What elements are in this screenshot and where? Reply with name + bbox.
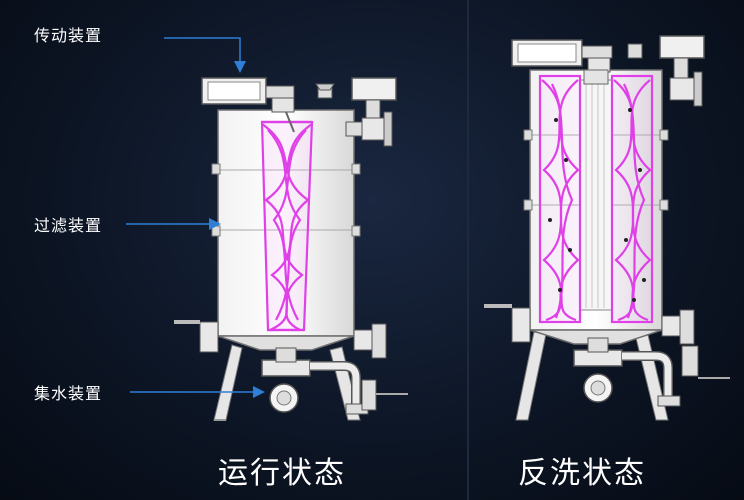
annotation-arrows bbox=[126, 37, 265, 398]
label-collector-device: 集水装置 bbox=[34, 384, 103, 403]
right-filter-unit bbox=[484, 35, 730, 421]
label-drive-device: 传动装置 bbox=[34, 26, 103, 45]
arrow-drive bbox=[164, 37, 246, 73]
right-center-column bbox=[579, 79, 613, 311]
left-filter-unit bbox=[174, 77, 408, 421]
caption-backwash-state: 反洗状态 bbox=[518, 456, 646, 491]
right-particles bbox=[548, 108, 646, 302]
left-leg-a bbox=[213, 344, 243, 421]
caption-running-state: 运行状态 bbox=[218, 456, 346, 491]
left-filter-element bbox=[260, 120, 314, 332]
label-filter-device: 过滤装置 bbox=[34, 216, 103, 235]
right-leg-a bbox=[515, 331, 547, 421]
